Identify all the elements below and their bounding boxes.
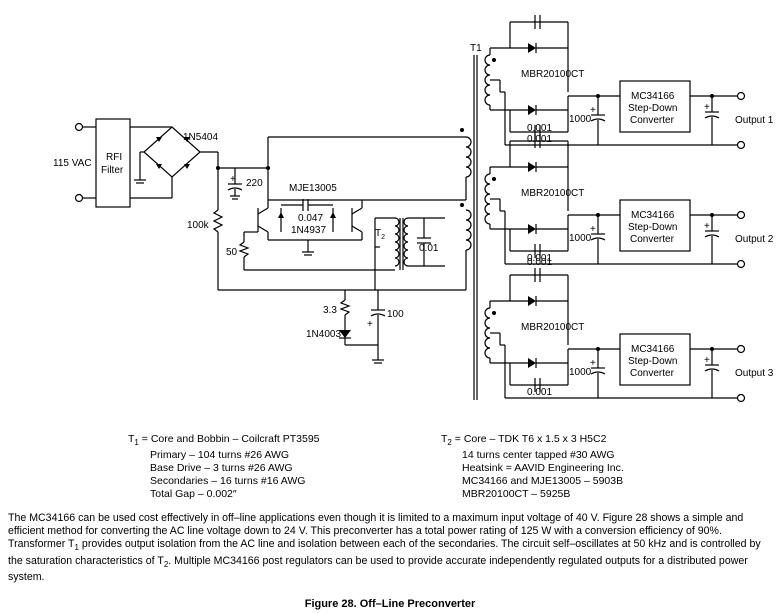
regulator-line-3: Converter [630,234,675,245]
t1-notes-line-2: Primary – 104 turns #26 AWG [150,449,290,462]
svg-text:+: + [704,355,710,366]
t1-notes-line-5: Total Gap – 0.002″ [150,488,237,501]
bridge-label: 1N5404 [183,132,218,143]
diode-1n4937-label: 1N4937 [291,225,326,236]
regulator-line-2: Step-Down [628,103,677,114]
t2-notes-line-3: Heatsink = AAVID Engineering Inc. [462,462,624,475]
rectifier-diode [528,358,536,368]
t2-notes: T2 = Core – TDK T6 x 1.5 x 3 H5C2 14 tur… [441,433,624,501]
output-terminal-positive [736,91,746,101]
cap-220-label: 220 [246,178,263,189]
res-33-label: 3.3 [323,305,337,316]
t2-notes-line-1: T2 = Core – TDK T6 x 1.5 x 3 H5C2 [441,433,607,448]
secondary-winding [484,307,491,359]
t2-notes-line-2: 14 turns center tapped #30 AWG [462,449,615,462]
rectifier-label: MBR20100CT [521,188,584,199]
regulator-line-1: MC34166 [631,210,675,221]
regulator-line-2: Step-Down [628,222,677,233]
schematic-diagram: 115 VAC RFI Filter 1N5404 + 220 [53,15,774,403]
rectifier-diode [528,105,536,115]
output-terminal-negative [736,259,746,269]
regulator-line-3: Converter [630,368,675,379]
rectifier-diode [528,296,536,306]
output-terminal-negative [736,140,746,150]
output-terminal-negative [736,393,746,403]
svg-text:+: + [367,319,373,330]
t1-label: T1 [470,43,482,54]
cap-1000-label: 1000 [569,367,592,378]
svg-text:+: + [590,105,596,116]
ac-input [74,122,96,203]
cap-0047-label: 0.047 [298,213,323,224]
cap-1000-label: 1000 [569,114,592,125]
capacitor-001 [417,218,431,266]
startup-network: + [339,290,386,364]
resistor-50 [238,231,395,271]
transformer-t2 [374,217,445,290]
diode-1n4003-label: 1N4003 [306,329,341,340]
svg-text:+: + [704,221,710,232]
rectifier-diode [528,162,536,172]
secondary-winding [484,173,491,225]
cap-0001-label: 0.001 [527,387,552,398]
t1-notes-line-3: Base Drive – 3 turns #26 AWG [150,462,293,475]
rfi-filter-box [95,118,131,208]
bridge-rectifier [134,126,218,198]
res-100k-label: 100k [187,220,210,231]
t1-notes-line-1: T1 = Core and Bobbin – Coilcraft PT3595 [128,433,320,448]
t1-notes: T1 = Core and Bobbin – Coilcraft PT3595 … [128,433,320,501]
regulator-box [619,199,691,252]
rectifier-diode [528,43,536,53]
rfi-filter-label-1: RFI [106,152,122,163]
svg-text:+: + [230,174,236,185]
transistor-label: MJE13005 [289,183,337,194]
res-50-label: 50 [226,247,238,258]
svg-text:+: + [704,102,710,113]
output-label: Output 3 [735,368,774,379]
transformer-t1-primary [460,55,478,400]
output-terminal-positive [736,210,746,220]
output-terminal-positive [736,344,746,354]
svg-text:+: + [590,224,596,235]
cap-100-label: 100 [387,309,404,320]
switching-transistors [257,199,466,256]
input-voltage-label: 115 VAC [53,158,92,169]
svg-text:+: + [590,358,596,369]
cap-0001-label: 0.001 [527,253,552,264]
secondary-winding [484,54,491,106]
t1-notes-line-4: Secondaries – 16 turns #16 AWG [150,475,306,488]
t2-label: T2 [375,228,385,241]
t2-notes-line-5: MBR20100CT – 5925B [462,488,571,501]
output-label: Output 2 [735,234,774,245]
figure-caption: Figure 28. Off–Line Preconverter [304,598,476,610]
rectifier-diode [528,224,536,234]
description-paragraph: The MC34166 can be used cost effectively… [8,512,761,584]
regulator-line-1: MC34166 [631,91,675,102]
regulator-line-3: Converter [630,115,675,126]
cap-1000-label: 1000 [569,233,592,244]
regulator-box [619,333,691,386]
resistor-100k [212,168,466,291]
cap-001-label: 0.01 [419,243,439,254]
regulator-line-1: MC34166 [631,344,675,355]
cap-0001-label: 0.001 [527,257,552,268]
regulator-line-2: Step-Down [628,356,677,367]
output-label: Output 1 [735,115,774,126]
rectifier-label: MBR20100CT [521,322,584,333]
rectifier-label: MBR20100CT [521,69,584,80]
capacitor-220: + [227,168,243,200]
t2-notes-line-4: MC34166 and MJE13005 – 5903B [462,475,624,488]
rfi-filter-label-2: Filter [101,165,124,176]
cap-0001-label: 0.001 [527,123,552,134]
regulator-box [619,80,691,133]
